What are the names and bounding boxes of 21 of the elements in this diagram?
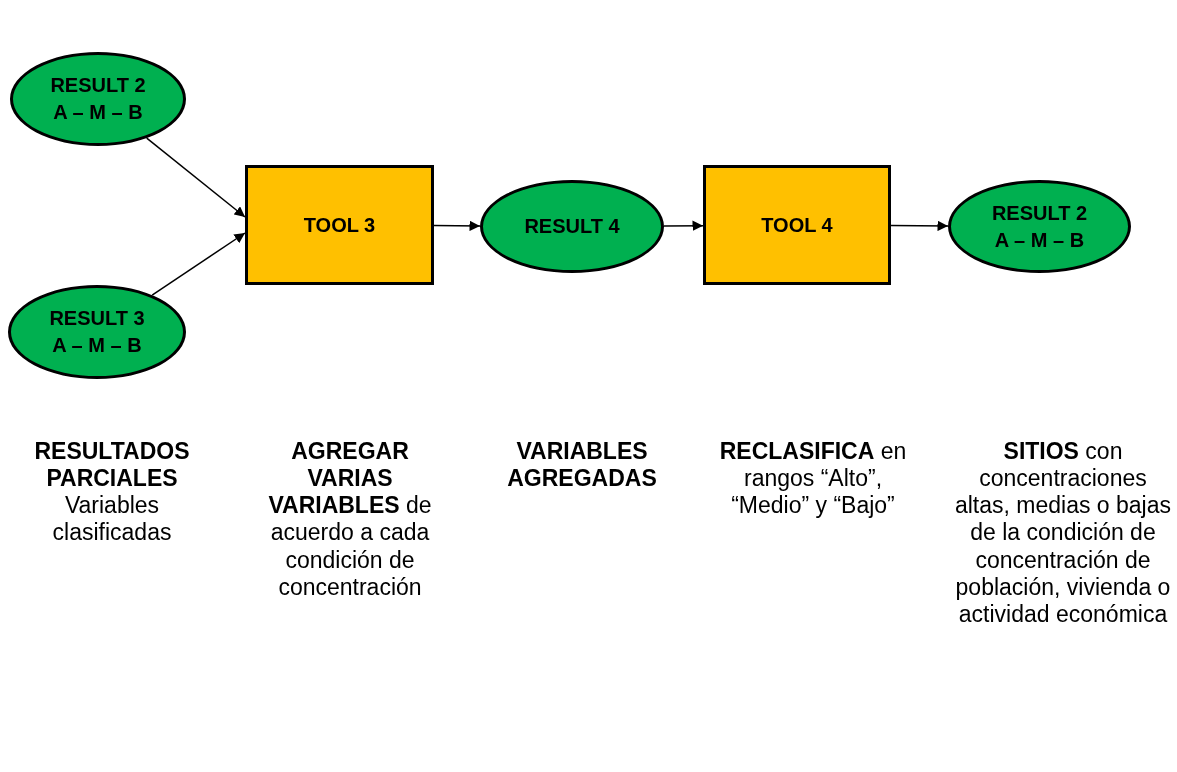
arrow xyxy=(433,220,481,232)
node-text: A – M – B xyxy=(53,100,143,125)
node-text: RESULT 2 xyxy=(991,200,1088,226)
node-text: A – M – B xyxy=(52,333,142,358)
arrow xyxy=(146,137,246,218)
node-text: A – M – B xyxy=(994,227,1085,253)
description-text: RESULTADOS PARCIALES Variables clasificadas xyxy=(33,438,191,547)
arrow xyxy=(663,220,704,231)
tool-box xyxy=(245,165,434,285)
description-text: VARIABLES AGREGADAS xyxy=(506,438,658,493)
description-text: RECLASIFICA en rangos “Alto”, “Medio” y “Bajo” xyxy=(718,438,908,520)
node-text: RESULT 2 xyxy=(50,73,146,98)
arrow xyxy=(890,220,949,232)
node-text: TOOL 3 xyxy=(303,212,376,238)
node-text: RESULT 3 xyxy=(49,306,145,331)
description-text: AGREGAR VARIAS VARIABLES de acuerdo a cada condición de concentración xyxy=(267,438,433,601)
arrow xyxy=(151,232,246,296)
tool-box xyxy=(703,165,891,285)
node-text: RESULT 4 xyxy=(524,214,620,239)
node-text: TOOL 4 xyxy=(761,212,833,238)
description-text: SITIOS con concentraciones altas, medias o bajas de la condición de concentración de población, vivienda o actividad económica xyxy=(953,438,1173,628)
